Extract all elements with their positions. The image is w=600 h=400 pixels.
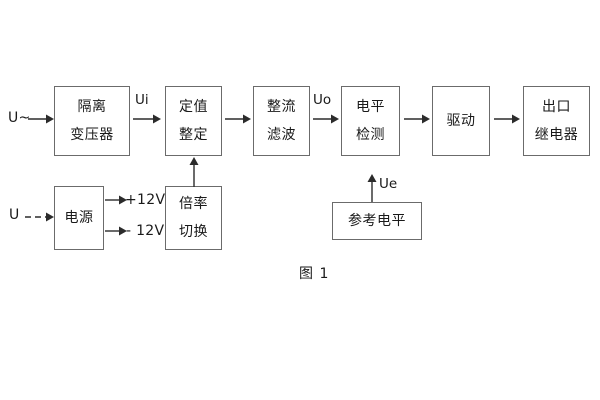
block-drive-line1: 驱动 bbox=[446, 112, 476, 129]
block-reference-level-line1: 参考电平 bbox=[348, 212, 406, 229]
arrow-ac-input-to-isolation bbox=[28, 113, 54, 125]
arrow-rectify-to-level-detect bbox=[313, 113, 339, 125]
figure-caption: 图 1 bbox=[299, 266, 330, 282]
ac-input-label: U~ bbox=[8, 110, 31, 126]
signal-label-ue: Ue bbox=[379, 176, 398, 192]
block-rectify-filter[interactable]: 整流 滤波 bbox=[253, 86, 310, 156]
arrow-setpoint-to-rectify bbox=[225, 113, 251, 125]
arrow-multiplier-switch-to-setpoint bbox=[188, 157, 200, 187]
signal-label-uo: Uo bbox=[313, 92, 332, 108]
arrow-reference-level-to-level-detect bbox=[366, 174, 378, 202]
block-drive[interactable]: 驱动 bbox=[432, 86, 490, 156]
block-isolation-transformer-line1: 隔离 bbox=[77, 98, 107, 115]
signal-label-ui: Ui bbox=[135, 92, 149, 108]
block-multiplier-switch-line1: 倍率 bbox=[179, 195, 208, 212]
block-level-detect[interactable]: 电平 检测 bbox=[341, 86, 400, 156]
block-output-relay-line2: 继电器 bbox=[534, 126, 579, 143]
arrow-isolation-to-setpoint bbox=[133, 113, 161, 125]
block-setpoint-adjust-line1: 定值 bbox=[179, 98, 208, 115]
arrow-drive-to-output-relay bbox=[494, 113, 520, 125]
block-reference-level[interactable]: 参考电平 bbox=[332, 202, 422, 240]
block-output-relay[interactable]: 出口 继电器 bbox=[523, 86, 590, 156]
block-multiplier-switch-line2: 切换 bbox=[179, 223, 208, 240]
power-rail-positive-label: +12V bbox=[125, 192, 166, 208]
block-isolation-transformer-line2: 变压器 bbox=[70, 126, 114, 143]
arrow-dc-input-to-power-supply bbox=[25, 211, 54, 223]
arrow-level-detect-to-drive bbox=[404, 113, 430, 125]
arrow-power-supply-negative-rail bbox=[105, 225, 127, 237]
block-rectify-filter-line2: 滤波 bbox=[267, 126, 296, 143]
block-power-supply-line1: 电源 bbox=[64, 209, 94, 226]
block-setpoint-adjust-line2: 整定 bbox=[179, 126, 208, 143]
block-level-detect-line1: 电平 bbox=[356, 98, 385, 115]
block-setpoint-adjust[interactable]: 定值 整定 bbox=[165, 86, 222, 156]
power-rail-negative-label: - 12V bbox=[126, 223, 165, 239]
block-power-supply[interactable]: 电源 bbox=[54, 186, 104, 250]
arrow-power-supply-positive-rail bbox=[105, 194, 127, 206]
block-rectify-filter-line1: 整流 bbox=[267, 98, 296, 115]
block-output-relay-line1: 出口 bbox=[542, 98, 571, 115]
block-level-detect-line2: 检测 bbox=[356, 126, 385, 143]
block-multiplier-switch[interactable]: 倍率 切换 bbox=[165, 186, 222, 250]
dc-input-label: U bbox=[9, 207, 20, 223]
block-isolation-transformer[interactable]: 隔离 变压器 bbox=[54, 86, 130, 156]
